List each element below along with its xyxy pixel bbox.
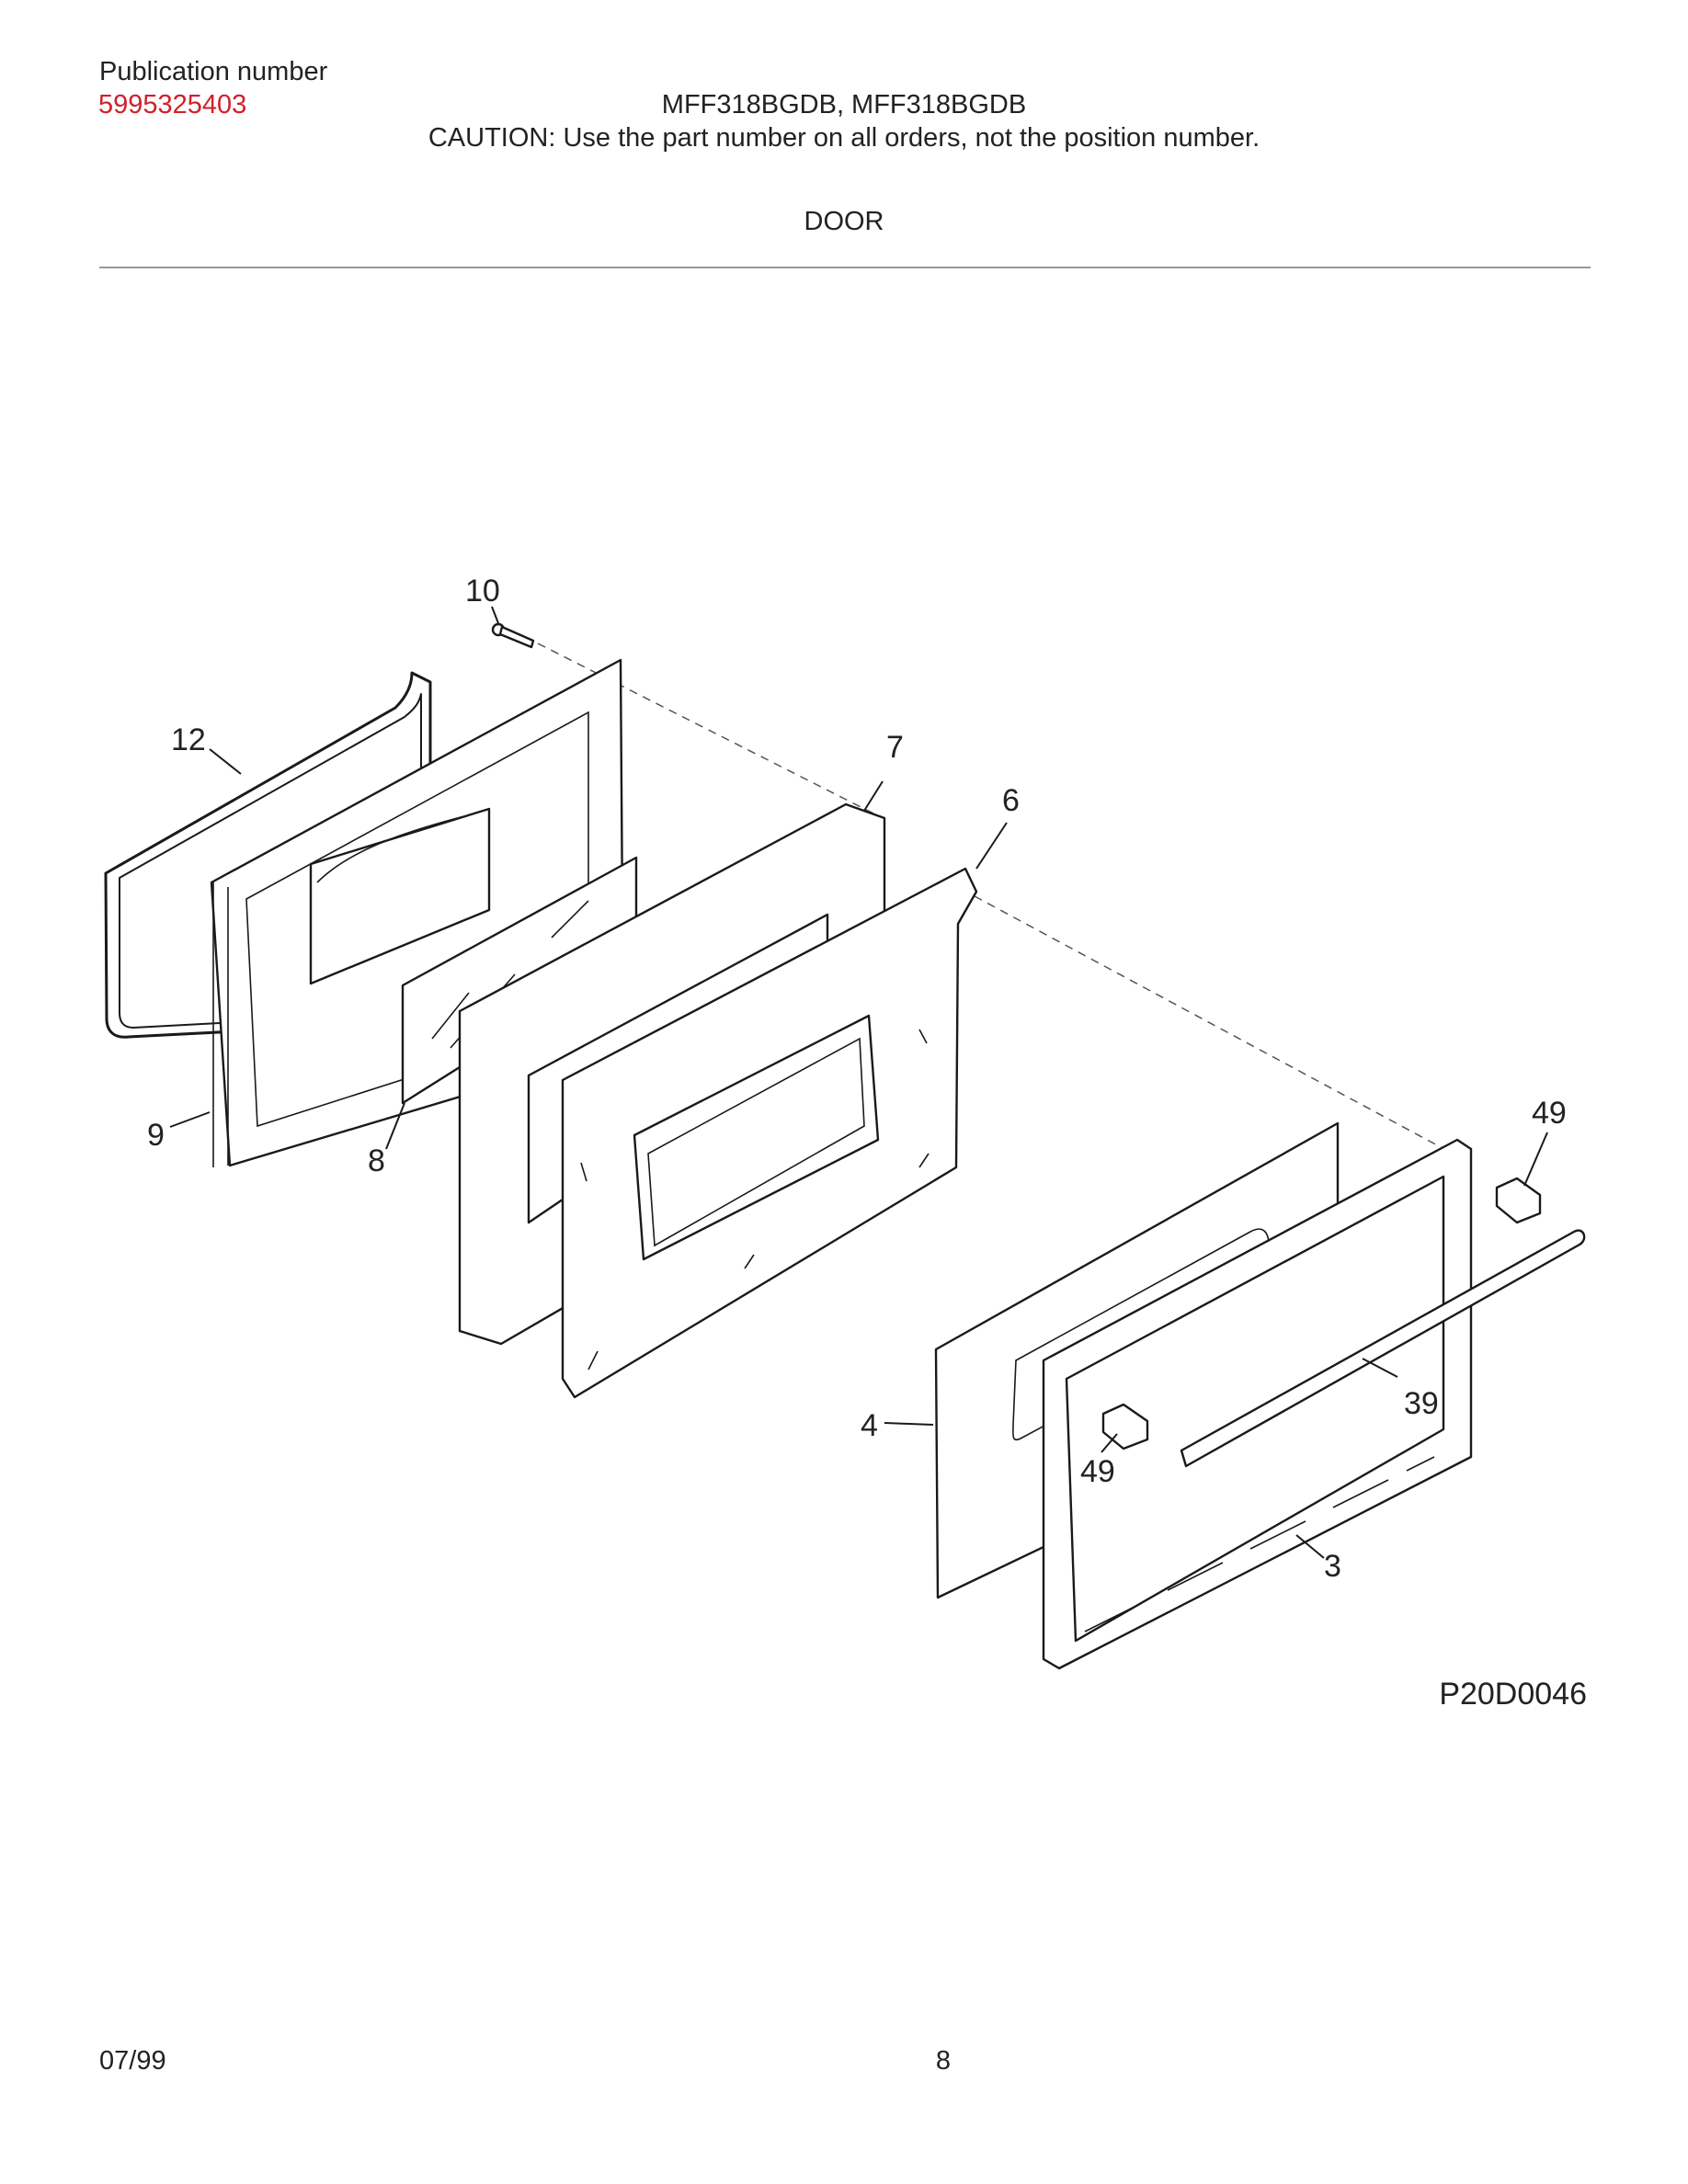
leader-8: [385, 1102, 405, 1150]
footer-date: 07/99: [99, 2046, 166, 2076]
callout-12: 12: [171, 722, 206, 757]
leader-4: [884, 1422, 934, 1426]
publication-number: 5995325403: [98, 90, 247, 119]
model-numbers: MFF318BGDB, MFF318BGDB: [661, 90, 1027, 119]
callout-10: 10: [465, 574, 500, 609]
leader-12: [209, 748, 242, 775]
callout-3: 3: [1324, 1549, 1341, 1584]
part-end-cap-right: [1495, 1177, 1542, 1224]
publication-label: Publication number: [99, 57, 328, 86]
leader-49a: [1523, 1132, 1548, 1187]
callout-49-right: 49: [1532, 1096, 1567, 1131]
assembly-line-frame: [974, 895, 1454, 1155]
figure-id: P20D0046: [1439, 1677, 1587, 1712]
leader-9: [169, 1111, 211, 1128]
part-screw: [491, 622, 535, 649]
callout-39: 39: [1404, 1386, 1439, 1421]
part-inner-panel: [561, 867, 978, 1399]
leader-49b: [1101, 1433, 1118, 1453]
callout-8: 8: [368, 1143, 385, 1178]
callout-9: 9: [147, 1118, 165, 1153]
callout-49-left: 49: [1080, 1454, 1115, 1489]
leader-39: [1362, 1358, 1398, 1378]
callout-4: 4: [861, 1408, 878, 1443]
callout-7: 7: [886, 730, 904, 765]
part-handle-rod: [1180, 1229, 1586, 1468]
leader-10: [491, 606, 499, 624]
header-divider: [99, 267, 1591, 268]
page-number: 8: [935, 2046, 952, 2076]
leader-7: [863, 780, 884, 812]
section-title: DOOR: [804, 207, 884, 236]
caution-note: CAUTION: Use the part number on all orde…: [428, 123, 1260, 153]
callout-6: 6: [1002, 783, 1020, 818]
leader-3: [1295, 1534, 1325, 1559]
leader-6: [975, 822, 1008, 870]
